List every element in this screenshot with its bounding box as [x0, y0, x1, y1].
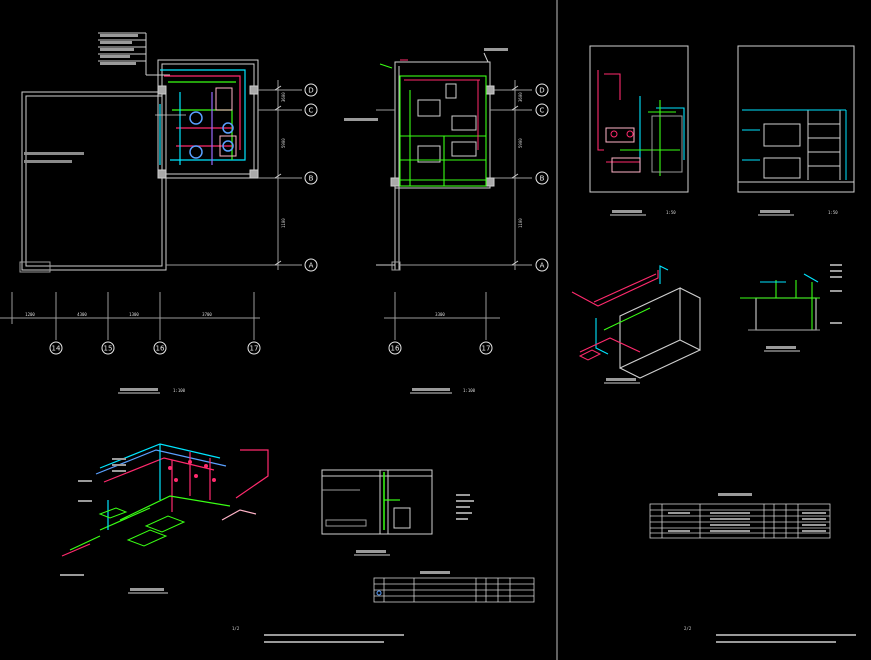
middle-floor-plan	[376, 61, 532, 271]
left-plan-piping	[155, 69, 246, 165]
right-detail-frame-a	[589, 45, 689, 193]
axis-label-a-left: A	[309, 262, 314, 270]
right-isometric-a	[571, 265, 701, 379]
middle-plan-title-block	[412, 388, 450, 391]
left-isometric-labels	[60, 458, 126, 576]
middle-plan-magenta-pipe	[404, 79, 480, 150]
dim-mid-1: 3600	[518, 92, 523, 102]
axis-label-15: 15	[104, 345, 113, 353]
left-plan-bubbles: D C B A 3600 5900 1100	[281, 83, 318, 272]
right-detail-a-scale: 1:50	[666, 210, 676, 215]
axis-label-c-left: C	[309, 107, 314, 115]
notes-left-2	[264, 641, 384, 643]
middle-plan-green-grid	[399, 75, 487, 187]
notes-right-2	[716, 641, 836, 643]
left-isometric-basins	[98, 507, 186, 547]
right-isometric-b	[740, 273, 820, 331]
axis-label-17: 17	[250, 345, 259, 353]
axis-label-14: 14	[52, 345, 61, 353]
dim-left-1: 3600	[281, 92, 286, 102]
right-isometric-b-notes	[830, 264, 842, 324]
right-detail-a-piping	[597, 70, 685, 176]
middle-plan-bubbles: D C B A 3600 5900 1100	[518, 83, 549, 272]
dim-left-2: 5900	[281, 138, 286, 148]
dim-h-left-3: 1300	[129, 312, 139, 317]
right-table-title	[718, 493, 752, 496]
right-material-table	[649, 503, 831, 539]
axis-label-16: 16	[156, 345, 165, 353]
axis-label-d-left: D	[308, 87, 313, 95]
axis-label-16-mid: 16	[391, 345, 400, 353]
dim-left-3: 1100	[281, 218, 286, 228]
left-isometric-valves	[168, 460, 216, 482]
notes-left-1	[264, 634, 404, 636]
left-plan-title-block	[120, 388, 158, 391]
axis-label-c-mid: C	[540, 107, 545, 115]
dim-h-left-1: 1200	[25, 312, 35, 317]
right-table-cells	[668, 512, 826, 532]
dim-mid-2: 5900	[518, 138, 523, 148]
left-material-table	[373, 577, 535, 603]
dim-h-left-2: 4300	[77, 312, 87, 317]
right-detail-b-scale: 1:50	[828, 210, 838, 215]
axis-label-17-mid: 17	[482, 345, 491, 353]
page-number-left: 1/2	[232, 626, 240, 631]
left-isometric-piping	[61, 443, 269, 557]
axis-label-b-left: B	[309, 175, 314, 183]
axis-label-b-mid: B	[540, 175, 545, 183]
section-detail	[321, 469, 433, 535]
axis-label-d-mid: D	[539, 87, 544, 95]
left-floor-plan	[19, 32, 302, 273]
notes-right-1	[716, 634, 856, 636]
pump-units-left	[189, 87, 237, 159]
page-number-right: 2/2	[684, 626, 692, 631]
left-isometric-title	[130, 588, 164, 591]
left-horizontal-dimensions	[0, 292, 261, 355]
middle-horizontal-dimensions	[384, 292, 500, 355]
left-plan-scale: 1:100	[173, 388, 186, 393]
dim-mid-3: 1100	[518, 218, 523, 228]
legend-list	[98, 32, 170, 76]
right-detail-frame-b	[737, 45, 855, 193]
dim-h-left-4: 3700	[202, 312, 212, 317]
dim-h-mid-1: 3300	[435, 312, 445, 317]
section-title	[356, 550, 386, 553]
axis-label-a-mid: A	[540, 262, 545, 270]
section-notes	[456, 494, 474, 520]
middle-plan-scale: 1:100	[463, 388, 476, 393]
